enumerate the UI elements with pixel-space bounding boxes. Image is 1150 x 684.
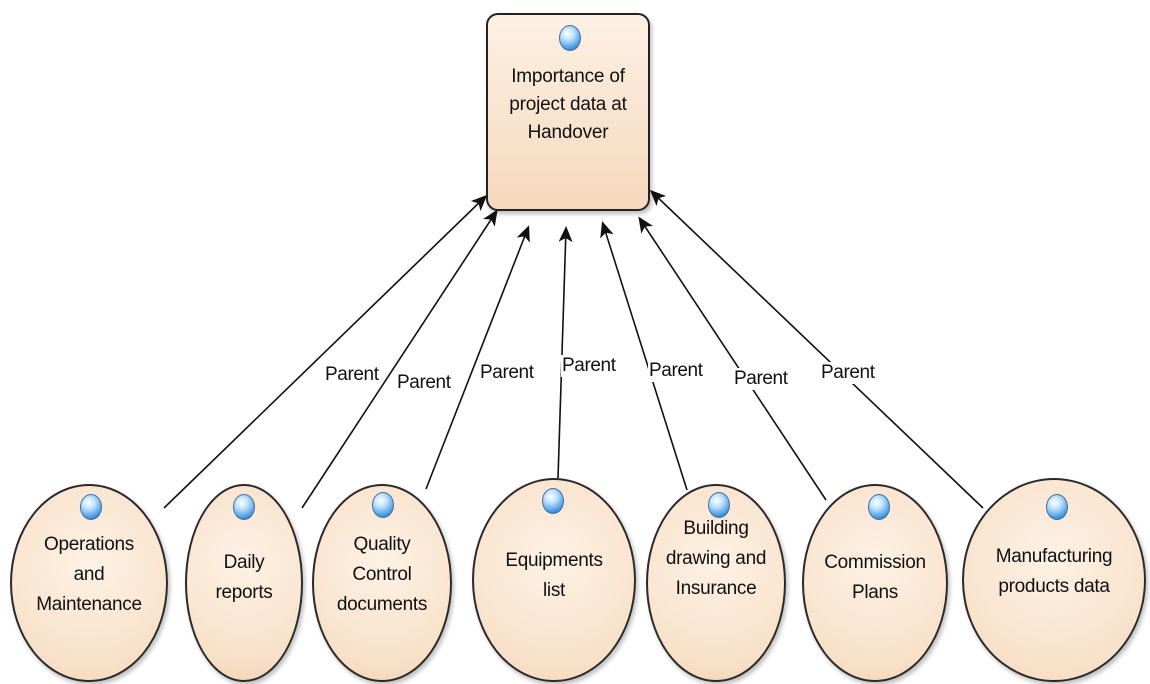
node-building-drawing[interactable]: Building drawing and Insurance [646,484,786,682]
node-commission-plans[interactable]: Commission Plans [802,484,948,682]
root-node[interactable]: Importance of project data at Handover [486,13,650,211]
edge-label-manufacturing: Parent [820,362,876,384]
blue-sphere-icon [559,25,581,51]
blue-sphere-icon [80,494,102,520]
node-label: Daily reports [215,552,273,603]
edge-daily-reports[interactable] [301,209,498,509]
node-label: Operations and Maintenance [36,534,142,615]
edge-quality-control[interactable] [425,225,530,490]
root-label: Importance of project data at Handover [509,66,627,143]
edge-commission-plans[interactable] [638,216,827,501]
edge-manufacturing[interactable] [649,189,984,509]
node-daily-reports[interactable]: Daily reports [185,484,303,682]
node-manufacturing-products[interactable]: Manufacturing products data [962,478,1146,682]
edge-operations[interactable] [163,194,488,509]
edge-label-equipments-list: Parent [561,355,617,377]
blue-sphere-icon [868,494,890,520]
edge-label-quality-control: Parent [479,362,535,384]
node-equipments-list[interactable]: Equipments list [472,478,636,682]
blue-sphere-icon [542,488,564,514]
blue-sphere-icon [372,492,394,518]
edge-label-building-drawing: Parent [648,360,704,382]
blue-sphere-icon [233,494,255,520]
node-operations-maintenance[interactable]: Operations and Maintenance [10,484,168,682]
edge-equipments-list[interactable] [557,226,573,479]
node-label: Equipments list [505,550,603,601]
node-label: Building drawing and Insurance [665,518,767,599]
node-label: Manufacturing products data [995,546,1113,597]
blue-sphere-icon [1046,494,1068,520]
edge-building-drawing[interactable] [600,221,688,491]
edge-label-commission-plans: Parent [733,368,789,390]
node-label: Commission Plans [824,552,926,603]
node-label: Quality Control documents [336,534,428,615]
edge-label-operations: Parent [324,364,380,386]
blue-sphere-icon [708,492,730,518]
node-quality-control[interactable]: Quality Control documents [312,484,452,682]
edge-label-daily-reports: Parent [396,372,452,394]
